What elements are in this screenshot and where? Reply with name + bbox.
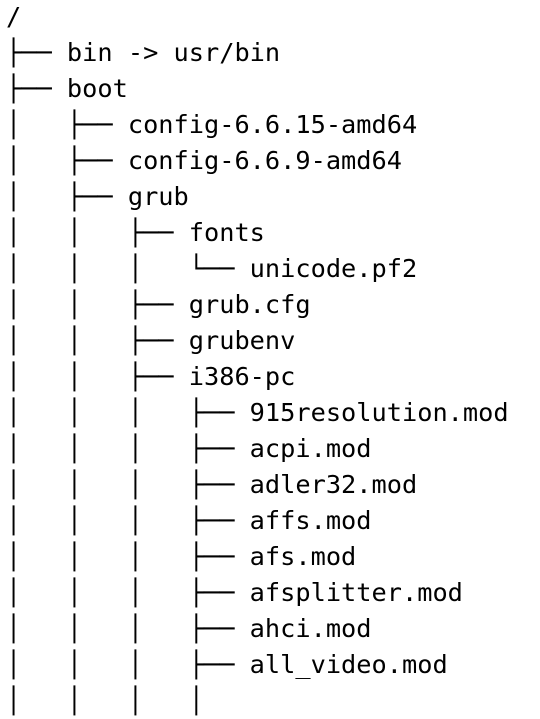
tree-row: │ │ │ ├── 915resolution.mod — [6, 398, 509, 427]
tree-row: │ ├── grub — [6, 182, 189, 211]
tree-row: │ │ ├── fonts — [6, 218, 265, 247]
tree-row: ├── bin -> usr/bin — [6, 38, 281, 67]
tree-row: │ │ ├── grubenv — [6, 326, 296, 355]
tree-row: │ │ │ ├── afsplitter.mod — [6, 578, 463, 607]
tree-row: │ │ │ ├── affs.mod — [6, 506, 372, 535]
directory-tree: / ├── bin -> usr/bin ├── boot │ ├── config-… — [6, 2, 509, 715]
tree-row: │ │ │ ├── adler32.mod — [6, 470, 418, 499]
tree-row: ├── boot — [6, 74, 128, 103]
tree-row: │ │ │ │ — [6, 686, 204, 715]
tree-row: │ │ │ └── unicode.pf2 — [6, 254, 418, 283]
tree-row: │ │ ├── i386-pc — [6, 362, 296, 391]
tree-row: │ │ │ ├── acpi.mod — [6, 434, 372, 463]
tree-row: │ ├── config-6.6.9-amd64 — [6, 146, 402, 175]
tree-row: │ │ │ ├── afs.mod — [6, 542, 357, 571]
tree-root: / — [6, 2, 22, 31]
tree-row: │ │ │ ├── all_video.mod — [6, 650, 448, 679]
tree-row: │ │ │ ├── ahci.mod — [6, 614, 372, 643]
tree-row: │ ├── config-6.6.15-amd64 — [6, 110, 418, 139]
tree-row: │ │ ├── grub.cfg — [6, 290, 311, 319]
